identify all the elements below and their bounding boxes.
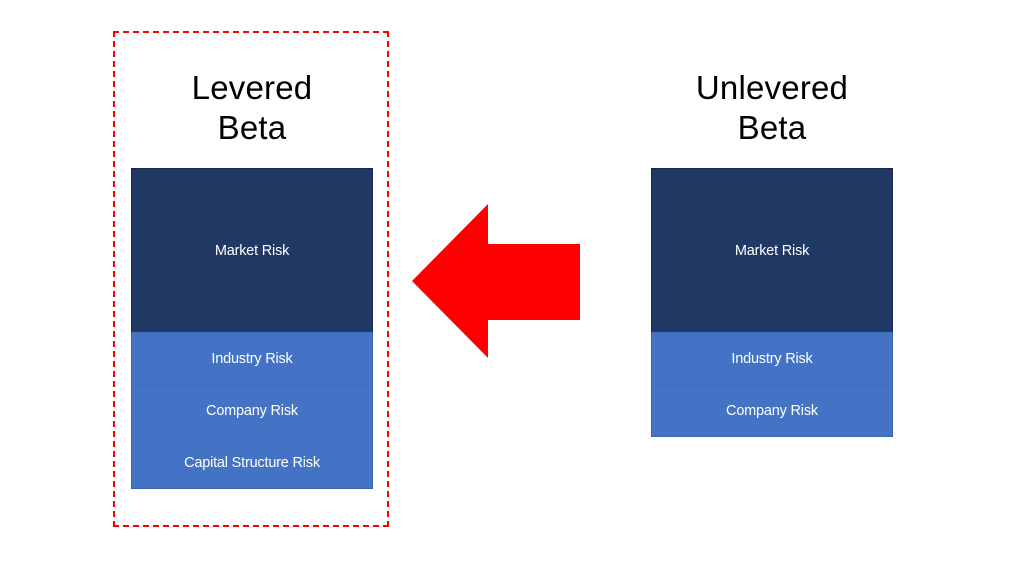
segment-label: Capital Structure Risk [184,454,320,471]
leftward-transform-arrow [410,200,582,362]
segment-industry-risk-levered[interactable]: Industry Risk [131,332,373,385]
levered-beta-highlight-frame [113,31,389,527]
segment-label: Company Risk [726,402,818,419]
levered-beta-stack: Market Risk Industry Risk Company Risk C… [131,168,373,490]
segment-company-risk-unlevered[interactable]: Company Risk [651,384,893,437]
segment-industry-risk-unlevered[interactable]: Industry Risk [651,332,893,385]
unlevered-beta-title: Unlevered Beta [695,69,849,146]
segment-label: Market Risk [214,242,290,259]
arrow-left-icon [412,204,580,358]
segment-label: Market Risk [734,242,810,259]
segment-label: Industry Risk [731,350,813,367]
levered-beta-column: Levered Beta Market Risk Industry Risk C… [131,60,373,490]
segment-capital-structure-risk-levered[interactable]: Capital Structure Risk [131,436,373,489]
segment-label: Company Risk [206,402,298,419]
unlevered-beta-stack: Market Risk Industry Risk Company Risk [651,168,893,438]
segment-market-risk-levered[interactable]: Market Risk [131,168,373,333]
segment-label: Industry Risk [211,350,293,367]
unlevered-beta-column: Unlevered Beta Market Risk Industry Risk… [651,60,893,438]
segment-market-risk-unlevered[interactable]: Market Risk [651,168,893,333]
segment-company-risk-levered[interactable]: Company Risk [131,384,373,437]
levered-beta-title: Levered Beta [191,69,313,146]
